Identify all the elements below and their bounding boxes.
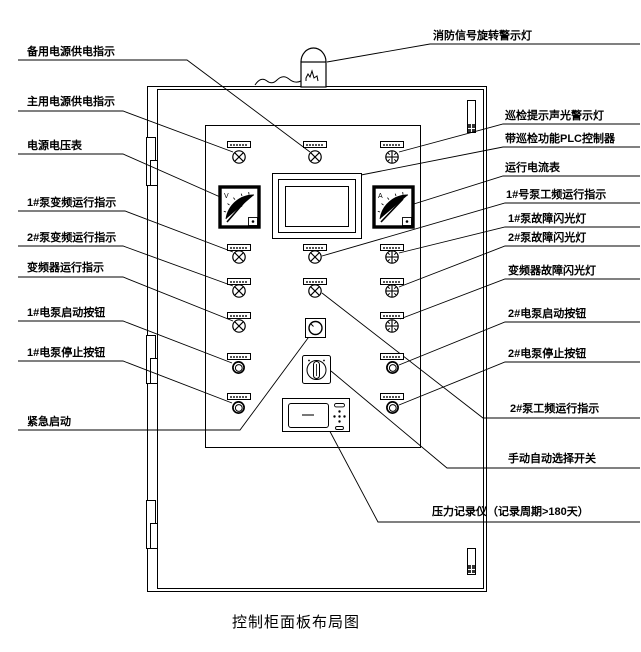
leader-pump2-fault bbox=[398, 245, 640, 288]
pump1-fault-flash-light bbox=[385, 250, 399, 264]
callout-patrol-alert-label: 巡检提示声光警示灯 bbox=[505, 110, 604, 122]
door-hinge-pin bbox=[150, 358, 158, 384]
door-hinge-pin bbox=[150, 523, 158, 549]
callout-pump2-mains-run-label: 2#泵工频运行指示 bbox=[510, 403, 600, 415]
leader-pump1-start bbox=[18, 320, 233, 364]
pressure-recorder-keys bbox=[333, 403, 346, 430]
beacon-flame-icon bbox=[305, 69, 319, 82]
label-plate bbox=[227, 312, 251, 319]
fire-beacon bbox=[254, 47, 327, 88]
beacon-cable bbox=[254, 76, 302, 86]
callout-pump1-stop-label: 1#电泵停止按钮 bbox=[27, 347, 106, 359]
leader-backup-power bbox=[18, 59, 311, 153]
diagram-caption: 控制柜面板布局图 bbox=[231, 615, 360, 631]
callout-pump2-stop-label: 2#电泵停止按钮 bbox=[508, 348, 587, 360]
callout-voltmeter-label: 电源电压表 bbox=[27, 140, 82, 152]
label-plate bbox=[227, 141, 251, 148]
label-plate bbox=[380, 141, 404, 148]
leader-pump1-stop bbox=[18, 360, 233, 404]
door-hinge-pin bbox=[150, 160, 158, 186]
voltage-meter: V 150 bbox=[218, 185, 261, 229]
plc-controller-screen bbox=[285, 186, 349, 227]
pump2-start-button bbox=[386, 361, 399, 374]
ammeter-letter: A bbox=[378, 193, 383, 200]
leader-plc bbox=[360, 146, 640, 176]
leader-pressure-recorder bbox=[325, 423, 640, 523]
pump1-start-button bbox=[232, 361, 245, 374]
callout-plc-label: 带巡检功能PLC控制器 bbox=[505, 133, 615, 145]
label-plate bbox=[380, 393, 404, 400]
leader-fire-beacon bbox=[326, 43, 640, 63]
pump1-mains-run-indicator-light bbox=[308, 250, 322, 264]
callout-selector-switch-label: 手动自动选择开关 bbox=[508, 453, 596, 465]
label-plate bbox=[227, 353, 251, 360]
leader-selector-switch bbox=[330, 370, 640, 469]
leader-pump1-fault bbox=[398, 226, 640, 254]
ammeter-scale: 250 bbox=[393, 198, 401, 203]
pump2-stop-button bbox=[386, 401, 399, 414]
patrol-alert-light bbox=[385, 150, 399, 164]
callout-pump2-fault-label: 2#泵故障闪光灯 bbox=[508, 232, 587, 244]
emergency-start-button bbox=[305, 318, 326, 338]
voltmeter-scale: 150 bbox=[235, 203, 243, 208]
callout-pump1-fault-label: 1#泵故障闪光灯 bbox=[508, 213, 587, 225]
vfd-run-indicator-light bbox=[232, 319, 246, 333]
callout-main-power-label: 主用电源供电指示 bbox=[27, 96, 115, 108]
pump1-stop-button bbox=[232, 401, 245, 414]
label-plate bbox=[380, 353, 404, 360]
leader-ammeter bbox=[381, 175, 640, 215]
label-plate bbox=[303, 141, 327, 148]
leader-pump2-stop bbox=[398, 361, 640, 406]
pump1-vfd-run-indicator-light bbox=[232, 250, 246, 264]
leader-vfd-run bbox=[18, 276, 234, 322]
label-plate bbox=[227, 393, 251, 400]
callout-pump1-mains-run-label: 1#号泵工频运行指示 bbox=[506, 189, 607, 201]
leader-patrol-alert bbox=[398, 123, 640, 153]
callout-vfd-run-label: 变频器运行指示 bbox=[27, 262, 104, 274]
leader-main-power bbox=[18, 110, 234, 153]
leader-pump2-mains-run bbox=[321, 292, 640, 419]
leader-voltmeter bbox=[18, 153, 237, 205]
pressure-recorder-screen-text bbox=[302, 414, 314, 416]
leader-pump2-vfd-run bbox=[18, 245, 234, 287]
callout-pump2-start-label: 2#电泵启动按钮 bbox=[508, 308, 587, 320]
callout-pump2-vfd-run-label: 2#泵变频运行指示 bbox=[27, 232, 117, 244]
callout-vfd-fault-label: 变频器故障闪光灯 bbox=[508, 265, 596, 277]
pump2-fault-flash-light bbox=[385, 284, 399, 298]
beacon-dome bbox=[300, 47, 327, 63]
pump2-vfd-run-indicator-light bbox=[232, 284, 246, 298]
leader-pump2-start bbox=[398, 321, 640, 366]
label-plate bbox=[380, 312, 404, 319]
door-lock-keyhole-icon bbox=[468, 124, 475, 132]
voltmeter-letter: V bbox=[224, 193, 229, 200]
leader-emergency-start bbox=[18, 333, 312, 431]
callout-fire-beacon-label: 消防信号旋转警示灯 bbox=[433, 30, 532, 42]
vfd-fault-flash-light bbox=[385, 319, 399, 333]
callout-pressure-recorder-label: 压力记录仪（记录周期>180天） bbox=[432, 506, 589, 518]
callout-pump1-vfd-run-label: 1#泵变频运行指示 bbox=[27, 197, 117, 209]
manual-auto-selector-switch bbox=[302, 355, 331, 384]
callout-backup-power-label: 备用电源供电指示 bbox=[27, 46, 115, 58]
callout-emergency-start-label: 紧急启动 bbox=[27, 416, 71, 428]
main-power-indicator-light bbox=[232, 150, 246, 164]
leader-pump1-vfd-run bbox=[18, 210, 234, 253]
callout-ammeter-label: 运行电流表 bbox=[505, 162, 560, 174]
door-lock-keyhole-icon bbox=[468, 565, 475, 573]
pump2-mains-run-indicator-light bbox=[308, 284, 322, 298]
leader-pump1-mains-run bbox=[321, 202, 640, 257]
door-lock bbox=[467, 548, 476, 575]
current-meter: A 250 bbox=[372, 185, 415, 229]
callout-pump1-start-label: 1#电泵启动按钮 bbox=[27, 307, 106, 319]
backup-power-indicator-light bbox=[308, 150, 322, 164]
leader-vfd-fault bbox=[399, 278, 640, 320]
